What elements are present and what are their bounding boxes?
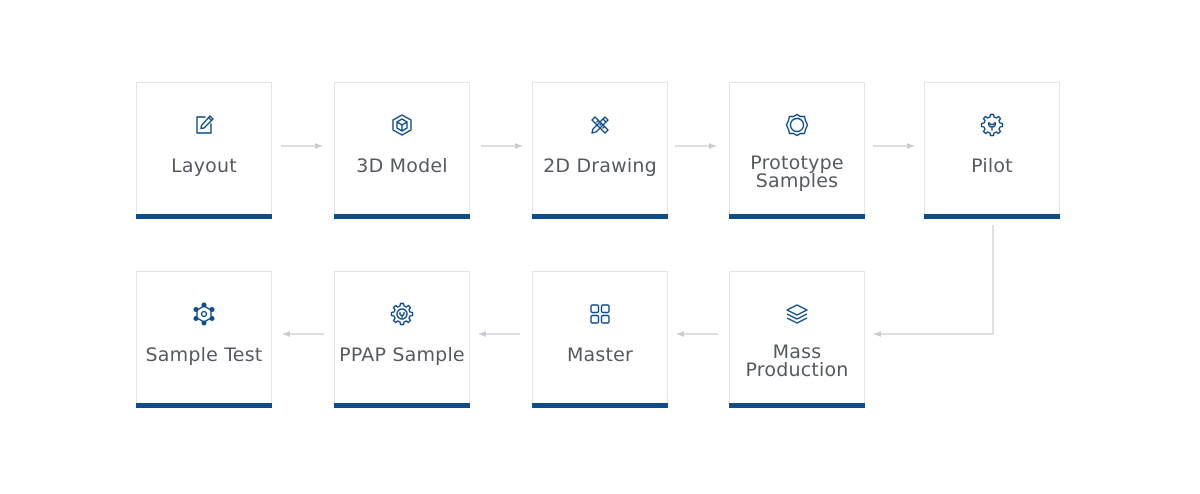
grid-icon [588, 302, 612, 326]
step-master: Master [532, 271, 668, 408]
edit-icon [192, 113, 216, 137]
step-label: Layout [171, 155, 237, 177]
network-icon [192, 302, 216, 326]
step-accent-bar [334, 214, 470, 219]
step-label: Mass Production [745, 341, 849, 381]
step-accent-bar [532, 403, 668, 408]
card-gap [136, 211, 272, 214]
step-accent-bar [924, 214, 1060, 219]
step-card [729, 271, 865, 400]
gear-wrench-icon [980, 113, 1004, 137]
step-accent-bar [729, 403, 865, 408]
card-gap [729, 211, 865, 214]
step-card [532, 82, 668, 211]
step-card [334, 271, 470, 400]
step-accent-bar [729, 214, 865, 219]
step-card [136, 82, 272, 211]
step-card [334, 82, 470, 211]
card-gap [532, 400, 668, 403]
step-ppap-sample: PPAP Sample [334, 271, 470, 408]
arrow-pilot-to-mass-production [874, 225, 994, 337]
step-3d-model: 3D Model [334, 82, 470, 219]
gear-check-icon [390, 302, 414, 326]
step-accent-bar [136, 214, 272, 219]
step-layout: Layout [136, 82, 272, 219]
octagon-icon [785, 113, 809, 137]
card-gap [136, 400, 272, 403]
step-label: Prototype Samples [750, 152, 844, 192]
step-card [729, 82, 865, 211]
step-label: Pilot [971, 155, 1013, 177]
step-label: 2D Drawing [543, 155, 657, 177]
step-card [924, 82, 1060, 211]
card-gap [729, 400, 865, 403]
card-gap [924, 211, 1060, 214]
step-card [136, 271, 272, 400]
step-label: Sample Test [145, 344, 263, 366]
step-pilot: Pilot [924, 82, 1060, 219]
layers-icon [785, 302, 809, 326]
step-mass-production: Mass Production [729, 271, 865, 408]
step-label: Master [566, 344, 634, 366]
card-gap [532, 211, 668, 214]
step-prototype-samples: Prototype Samples [729, 82, 865, 219]
card-gap [334, 211, 470, 214]
cube-icon [390, 113, 414, 137]
step-2d-drawing: 2D Drawing [532, 82, 668, 219]
step-label: 3D Model [356, 155, 448, 177]
step-accent-bar [334, 403, 470, 408]
step-sample-test: Sample Test [136, 271, 272, 408]
step-card [532, 271, 668, 400]
step-accent-bar [136, 403, 272, 408]
step-label: PPAP Sample [339, 344, 465, 366]
step-accent-bar [532, 214, 668, 219]
pencil-ruler-icon [588, 113, 612, 137]
card-gap [334, 400, 470, 403]
